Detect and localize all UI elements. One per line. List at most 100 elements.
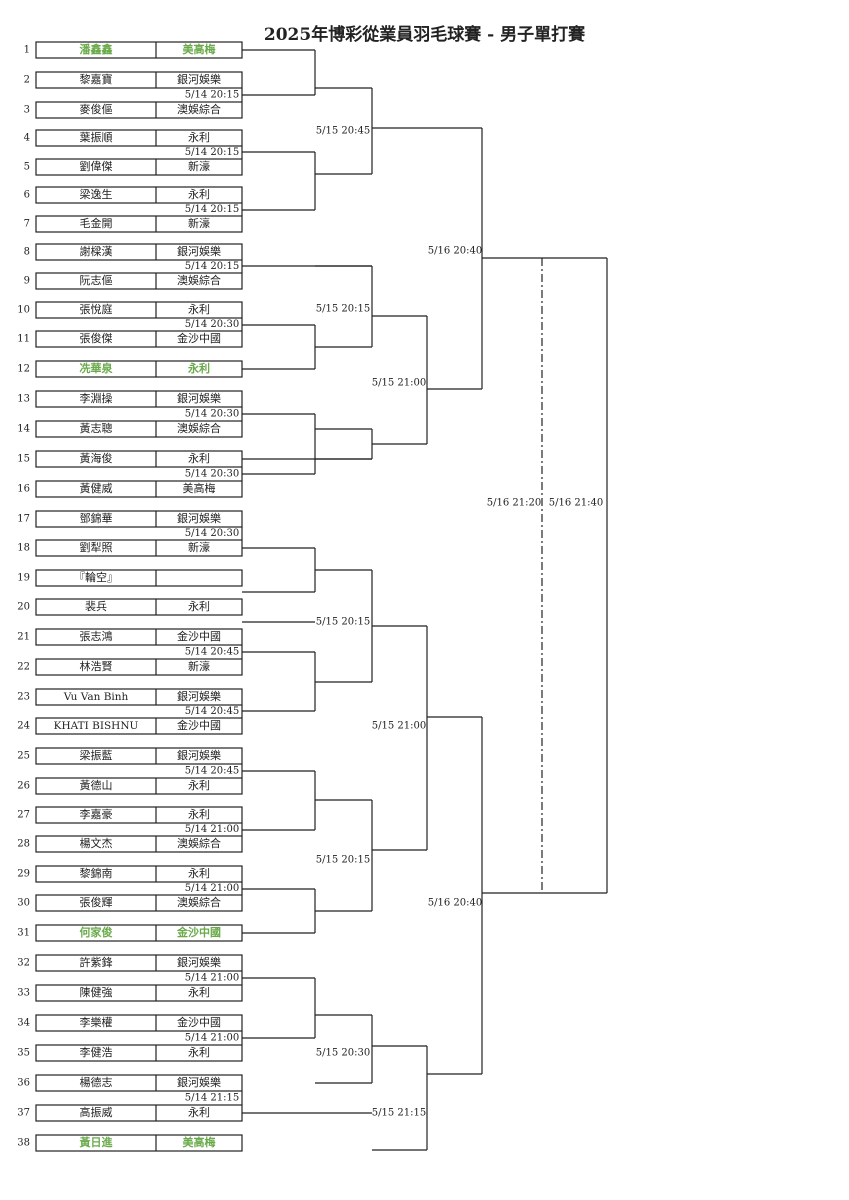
round2-time: 5/15 20:45 bbox=[316, 126, 370, 137]
player-name: 李健浩 bbox=[80, 1045, 113, 1059]
player-name: 楊文杰 bbox=[80, 836, 113, 850]
player-club: 金沙中國 bbox=[177, 718, 221, 732]
player-name: 陳健強 bbox=[80, 986, 113, 999]
player-box bbox=[35, 1104, 243, 1122]
player-box bbox=[35, 1044, 243, 1062]
seed-number: 35 bbox=[17, 1048, 30, 1059]
player-club: 銀河娛樂 bbox=[177, 748, 221, 762]
player-name: 黃海俊 bbox=[80, 451, 113, 465]
player-name: 張俊傑 bbox=[80, 331, 113, 345]
player-club: 永利 bbox=[188, 778, 210, 792]
player-club: 銀河娛樂 bbox=[177, 244, 221, 258]
player-name: 黃健威 bbox=[80, 482, 113, 495]
player-club: 金沙中國 bbox=[177, 629, 221, 643]
prelim-time: 5/14 21:00 bbox=[185, 973, 239, 984]
player-name: 張俊輝 bbox=[80, 895, 113, 909]
seed-number: 29 bbox=[17, 869, 30, 880]
final-time: 5/16 21:40 bbox=[549, 498, 603, 509]
player-club: 新濠 bbox=[188, 659, 210, 673]
player-name: 劉偉傑 bbox=[80, 159, 113, 173]
round2-time: 5/15 20:30 bbox=[316, 1048, 370, 1059]
prelim-time: 5/14 21:00 bbox=[185, 824, 239, 835]
player-box bbox=[35, 658, 243, 676]
player-club: 永利 bbox=[188, 130, 210, 144]
player-club: 銀河娛樂 bbox=[177, 391, 221, 405]
player-box bbox=[35, 1074, 243, 1092]
prelim-time: 5/14 21:15 bbox=[185, 1093, 239, 1104]
player-club: 永利 bbox=[188, 302, 210, 316]
player-name: 楊德志 bbox=[80, 1075, 113, 1089]
seed-number: 8 bbox=[24, 247, 30, 258]
player-club: 永利 bbox=[188, 451, 210, 465]
seed-number: 9 bbox=[24, 276, 30, 287]
seed-number: 27 bbox=[17, 810, 30, 821]
prelim-time: 5/14 20:30 bbox=[185, 319, 239, 330]
prelim-time: 5/14 21:00 bbox=[185, 1033, 239, 1044]
player-club: 銀河娛樂 bbox=[177, 1075, 221, 1089]
seed-number: 2 bbox=[24, 75, 30, 86]
player-club: 銀河娛樂 bbox=[177, 689, 221, 703]
player-name: 張悅庭 bbox=[80, 302, 113, 316]
player-club: 新濠 bbox=[188, 159, 210, 173]
player-box bbox=[35, 1014, 243, 1032]
player-club: 新濠 bbox=[188, 540, 210, 554]
player-box bbox=[35, 158, 243, 176]
player-club: 永利 bbox=[188, 807, 210, 821]
final-time: 5/16 21:20 bbox=[487, 498, 541, 509]
prelim-time: 5/14 20:15 bbox=[185, 147, 239, 158]
player-box bbox=[35, 480, 243, 498]
player-name: 黎錦南 bbox=[80, 866, 113, 880]
player-name: Vu Van Binh bbox=[63, 691, 129, 703]
prelim-time: 5/14 20:45 bbox=[185, 647, 239, 658]
player-name: 『輪空』 bbox=[74, 570, 118, 584]
player-box bbox=[35, 360, 243, 378]
player-box bbox=[35, 628, 243, 646]
player-box bbox=[35, 510, 243, 528]
player-club: 澳娛綜合 bbox=[177, 895, 221, 909]
page-title: 2025年博彩從業員羽毛球賽 - 男子單打賽 bbox=[263, 25, 586, 45]
seed-number: 6 bbox=[24, 190, 30, 201]
prelim-time: 5/14 20:30 bbox=[185, 469, 239, 480]
player-box bbox=[35, 954, 243, 972]
player-club: 永利 bbox=[188, 1045, 210, 1059]
player-box bbox=[35, 272, 243, 290]
player-name: 許紫鋒 bbox=[80, 955, 113, 969]
player-name: 黃德山 bbox=[80, 778, 113, 792]
player-box bbox=[35, 747, 243, 765]
round3-time: 5/15 21:00 bbox=[372, 721, 426, 732]
player-club: 金沙中國 bbox=[177, 1015, 221, 1029]
player-club: 澳娛綜合 bbox=[177, 102, 221, 116]
player-box bbox=[35, 894, 243, 912]
seed-number: 26 bbox=[17, 781, 30, 792]
round4-time: 5/16 20:40 bbox=[428, 898, 482, 909]
seed-number: 19 bbox=[17, 573, 30, 584]
seed-number: 23 bbox=[17, 692, 30, 703]
seed-number: 36 bbox=[17, 1078, 30, 1089]
seed-number: 25 bbox=[17, 751, 30, 762]
player-club: 銀河娛樂 bbox=[177, 511, 221, 525]
player-name: 劉犁照 bbox=[80, 540, 113, 554]
player-name: 何家俊 bbox=[80, 925, 113, 939]
player-box bbox=[35, 390, 243, 408]
player-box bbox=[35, 101, 243, 119]
seed-number: 38 bbox=[17, 1138, 30, 1149]
prelim-time: 5/14 20:15 bbox=[185, 204, 239, 215]
prelim-time: 5/14 20:30 bbox=[185, 409, 239, 420]
player-box bbox=[35, 420, 243, 438]
player-name: 黃日進 bbox=[79, 1135, 114, 1149]
player-box bbox=[35, 835, 243, 853]
player-box bbox=[35, 450, 243, 468]
player-name: 梁振藍 bbox=[80, 748, 113, 762]
player-box bbox=[35, 129, 243, 147]
player-club: 永利 bbox=[188, 866, 210, 880]
player-box bbox=[35, 243, 243, 261]
player-name: 謝樑漢 bbox=[80, 244, 113, 258]
prelim-time: 5/14 21:00 bbox=[185, 883, 239, 894]
seed-number: 32 bbox=[17, 958, 30, 969]
player-club: 永利 bbox=[188, 985, 210, 999]
player-club: 金沙中國 bbox=[177, 331, 221, 345]
prelim-time: 5/14 20:30 bbox=[185, 528, 239, 539]
player-box bbox=[35, 688, 243, 706]
seed-number: 4 bbox=[24, 133, 30, 144]
player-name: 鄧錦華 bbox=[80, 511, 113, 525]
